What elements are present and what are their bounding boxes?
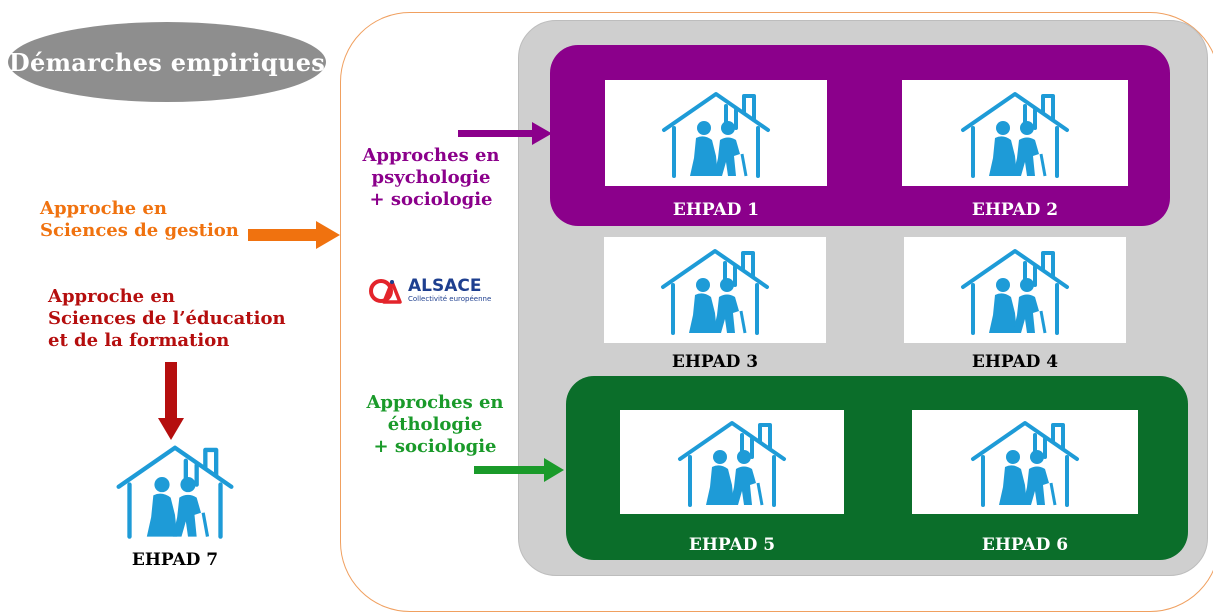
orange-arrow [248,221,340,249]
psychology-approach-text: Approches en psychologie + sociologie [346,145,516,211]
ehpad-7-label: EHPAD 7 [131,550,219,570]
management-approach-text: Approche en Sciences de gestion [40,198,239,242]
management-line-2: Sciences de gestion [40,220,239,241]
education-line-2: Sciences de l’éducation [48,308,286,329]
education-line-3: et de la formation [48,330,230,351]
ehpad-4-label: EHPAD 4 [971,352,1059,372]
education-line-1: Approche en [48,286,175,307]
alsace-logo-icon [369,279,402,304]
ethology-line-2: éthologie [387,414,483,435]
management-line-1: Approche en [40,198,167,219]
ehpad-1-label: EHPAD 1 [672,200,760,220]
ehpad-6-card [912,410,1138,514]
psychology-line-1: Approches en [362,145,500,166]
green-arrow [474,458,564,482]
psychology-line-3: + sociologie [369,189,493,210]
ethology-line-3: + sociologie [373,436,497,457]
alsace-logo: ALSACE Collectivité européenne [368,278,491,304]
education-approach-text: Approche en Sciences de l’éducation et d… [48,286,286,352]
ehpad-2-card [902,80,1128,186]
alsace-logo-name: ALSACE [408,276,482,296]
arrows-layer [158,122,564,482]
ehpad-5-card [620,410,844,514]
purple-arrow [458,122,552,145]
ehpad-3-label: EHPAD 3 [671,352,759,372]
ehpad-2-label: EHPAD 2 [971,200,1059,220]
ehpad-1-card [605,80,827,186]
ethology-line-1: Approches en [366,392,504,413]
ehpad-3-card [604,237,826,343]
psychology-line-2: psychologie [371,167,491,188]
title-badge: Démarches empiriques [8,22,326,102]
ethology-approach-text: Approches en éthologie + sociologie [360,392,510,458]
alsace-logo-subtitle: Collectivité européenne [408,295,492,303]
diagram-title: Démarches empiriques [8,47,326,77]
red-arrow [158,362,184,440]
ehpad-4-card [904,237,1126,343]
ehpad-6-label: EHPAD 6 [981,535,1069,555]
ehpad-5-label: EHPAD 5 [688,535,776,555]
